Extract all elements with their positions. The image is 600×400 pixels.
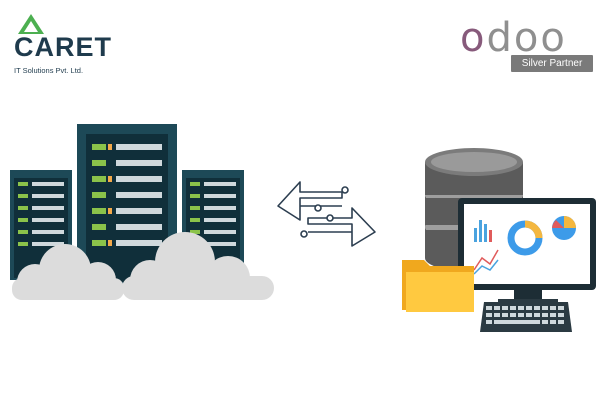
folder-icon — [402, 260, 474, 312]
analytics-monitor-icon — [458, 198, 596, 304]
silver-partner-badge: Silver Partner — [511, 55, 593, 72]
caret-logo-text: CARET — [14, 32, 112, 62]
odoo-logo-text: odoo — [460, 15, 567, 61]
odoo-logo: odoo Silver Partner — [455, 14, 593, 79]
server-rack-with-clouds-icon — [10, 124, 274, 300]
caret-logo: CARET IT Solutions Pvt. Ltd. — [10, 10, 120, 80]
caret-logo-triangle-icon — [18, 14, 44, 34]
server-center-icon — [77, 124, 177, 284]
database-analytics-computer-with-folder-icon — [402, 148, 596, 332]
caret-logo-tagline: IT Solutions Pvt. Ltd. — [14, 66, 84, 75]
bidirectional-data-transfer-arrows-icon — [277, 181, 376, 247]
migration-illustration — [10, 124, 596, 332]
clouds-icon — [12, 232, 274, 300]
keyboard-icon — [480, 302, 572, 332]
